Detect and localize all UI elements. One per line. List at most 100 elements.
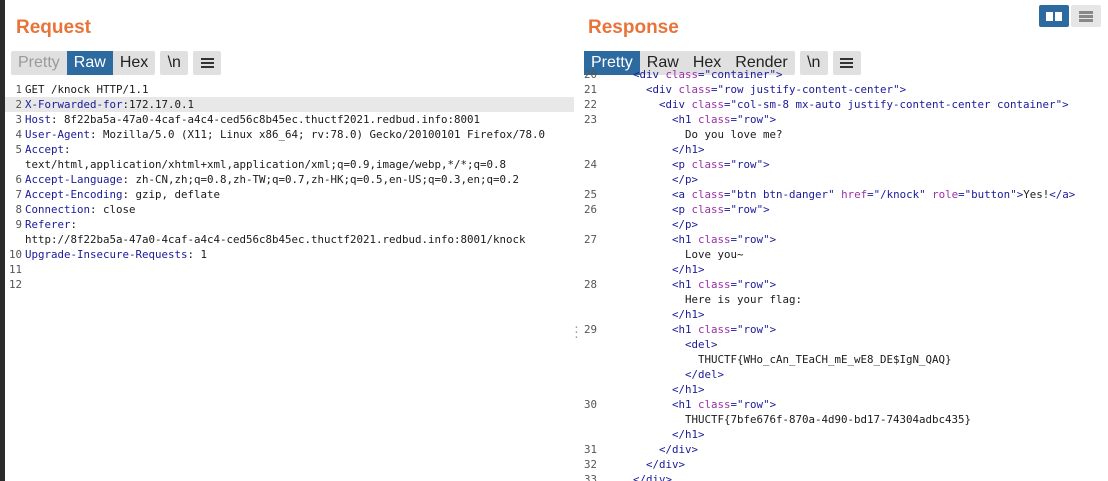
response-code-line[interactable]: 28<h1 class="row">: [579, 277, 1108, 292]
response-code-line[interactable]: </h1>: [579, 427, 1108, 442]
request-tab-hex[interactable]: Hex: [119, 54, 149, 71]
line-number: 6: [15, 173, 22, 186]
code-token: X-Forwarded-for: [25, 98, 123, 111]
line-number: 27: [583, 233, 597, 246]
response-tab-render[interactable]: Render: [735, 54, 788, 71]
line-content: <p class="row">: [607, 202, 770, 217]
response-code-line[interactable]: Do you love me?: [579, 127, 1108, 142]
code-token: class: [698, 323, 731, 336]
response-code-line[interactable]: 21<div class="row justify-content-center…: [579, 82, 1108, 97]
line-content: Love you~: [607, 247, 744, 262]
response-code-line[interactable]: 29<h1 class="row">: [579, 322, 1108, 337]
response-code-line[interactable]: 27<h1 class="row">: [579, 232, 1108, 247]
line-number: 3: [15, 113, 22, 126]
line-number: 29: [583, 323, 597, 336]
line-content: <h1 class="row">: [607, 112, 776, 127]
response-menu-button[interactable]: [832, 51, 861, 75]
request-newline-toggle[interactable]: \n: [160, 51, 189, 75]
line-content: Connection: close: [25, 202, 136, 217]
response-code-line[interactable]: 33</div>: [579, 472, 1108, 481]
response-tab-hex[interactable]: Hex: [692, 54, 722, 71]
response-code-line[interactable]: 22<div class="col-sm-8 mx-auto justify-c…: [579, 97, 1108, 112]
line-content: </div>: [607, 472, 672, 481]
response-code-line[interactable]: Love you~: [579, 247, 1108, 262]
stacked-layout-button[interactable]: [1071, 5, 1101, 27]
request-menu-button[interactable]: [193, 51, 222, 75]
response-code-line[interactable]: 26<p class="row">: [579, 202, 1108, 217]
code-token: <h1: [672, 323, 699, 336]
code-token: ">: [763, 113, 777, 126]
response-code-line[interactable]: </h1>: [579, 382, 1108, 397]
response-code-line[interactable]: <del>: [579, 337, 1108, 352]
line-number: 11: [8, 263, 22, 276]
code-token: : 1: [187, 248, 208, 261]
response-pane: Response Pretty Raw Hex Render \n 20<div…: [579, 0, 1108, 481]
code-token: =": [730, 398, 744, 411]
code-token: http://8f22ba5a-47a0-4caf-a4c4-ced56c8b4…: [25, 233, 526, 246]
response-code-line[interactable]: </h1>: [579, 142, 1108, 157]
code-token: row: [743, 398, 764, 411]
code-token: Host: [25, 113, 52, 126]
code-token: : Mozilla/5.0 (X11; Linux x86_64; rv:78.…: [90, 128, 546, 141]
response-code-line[interactable]: </h1>: [579, 307, 1108, 322]
request-code-line[interactable]: text/html,application/xhtml+xml,applicat…: [5, 157, 574, 172]
response-code-line[interactable]: 31</div>: [579, 442, 1108, 457]
code-token: ">: [763, 278, 777, 291]
response-code-line[interactable]: THUCTF{7bfe676f-870a-4d90-bd17-74304adbc…: [579, 412, 1108, 427]
code-token: : close: [90, 203, 136, 216]
code-token: row justify-content-center: [724, 83, 894, 96]
code-token: ">: [763, 323, 777, 336]
code-token: row: [737, 203, 757, 216]
code-token: class: [698, 398, 731, 411]
line-number: 2: [15, 98, 22, 111]
side-by-side-layout-button[interactable]: [1039, 5, 1069, 27]
request-tab-raw[interactable]: Raw: [66, 51, 113, 75]
response-editor[interactable]: 20<div class="container">21<div class="r…: [579, 67, 1108, 481]
response-code-line[interactable]: 32</div>: [579, 457, 1108, 472]
line-content: </div>: [607, 442, 698, 457]
pane-divider[interactable]: ···: [574, 0, 579, 481]
request-tab-pretty[interactable]: Pretty: [18, 54, 60, 71]
response-code-line[interactable]: 25<a class="btn btn-danger" href="/knock…: [579, 187, 1108, 202]
code-token: </h1>: [672, 263, 705, 276]
response-code-line[interactable]: 30<h1 class="row">: [579, 397, 1108, 412]
code-token: Accept-Language: [25, 173, 123, 186]
code-token: <h1: [672, 233, 699, 246]
request-tab-group: Pretty Raw Hex: [11, 51, 156, 75]
response-code-line[interactable]: </del>: [579, 367, 1108, 382]
response-tab-pretty[interactable]: Pretty: [584, 51, 640, 75]
code-token: </h1>: [672, 383, 705, 396]
code-token: ">: [756, 203, 770, 216]
response-code-line[interactable]: 23<h1 class="row">: [579, 112, 1108, 127]
response-code-line[interactable]: </p>: [579, 172, 1108, 187]
response-tab-raw[interactable]: Raw: [646, 54, 679, 71]
code-token: class: [691, 98, 725, 111]
response-scrollbar[interactable]: [1103, 73, 1108, 481]
response-code-line[interactable]: </p>: [579, 217, 1108, 232]
request-code-line[interactable]: 11: [5, 262, 574, 277]
request-code-line[interactable]: 12: [5, 277, 574, 292]
response-title: Response: [588, 17, 679, 38]
drag-handle-icon[interactable]: ···: [574, 321, 579, 346]
response-code-line[interactable]: THUCTF{WHo_cAn_TEaCH_mE_wE8_DE$IgN_QAQ}: [579, 352, 1108, 367]
request-view-tabs: Pretty Raw Hex \n: [11, 51, 222, 75]
response-code-line[interactable]: Here is your flag:: [579, 292, 1108, 307]
response-code-line[interactable]: </h1>: [579, 262, 1108, 277]
response-code-line[interactable]: 20<div class="container">: [579, 67, 1108, 82]
response-code-line[interactable]: 24<p class="row">: [579, 157, 1108, 172]
response-newline-toggle[interactable]: \n: [799, 51, 828, 75]
request-code-line[interactable]: http://8f22ba5a-47a0-4caf-a4c4-ced56c8b4…: [5, 232, 574, 247]
code-token: </p>: [672, 218, 699, 231]
line-content: </del>: [607, 367, 724, 382]
